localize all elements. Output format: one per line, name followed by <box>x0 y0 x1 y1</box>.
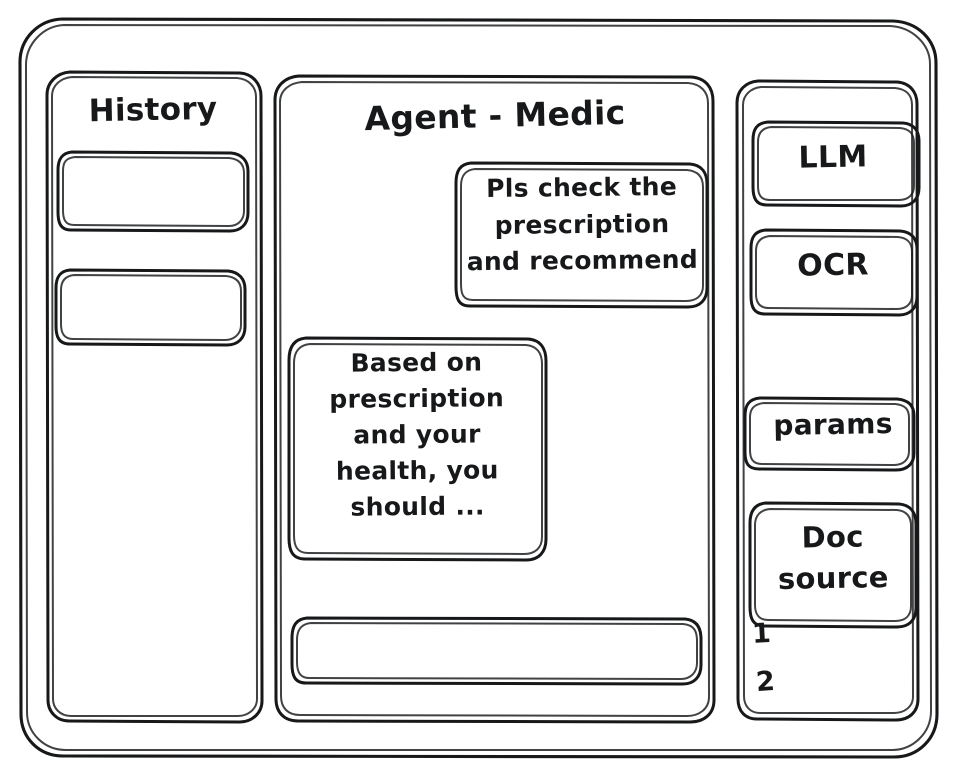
tools-panel <box>735 79 920 722</box>
llm-button-shape[interactable] <box>751 120 921 208</box>
doc-source-button-shape[interactable] <box>748 501 918 629</box>
main-panel <box>273 74 716 724</box>
window-frame <box>18 17 939 759</box>
agent-message-shape <box>287 336 548 562</box>
history-item-1-shape[interactable] <box>56 150 250 233</box>
params-button-shape[interactable] <box>743 396 916 472</box>
history-panel <box>45 70 264 724</box>
composer-shape[interactable] <box>290 616 703 686</box>
ocr-button-shape[interactable] <box>749 228 919 317</box>
history-item-2-shape[interactable] <box>54 268 247 347</box>
user-message-shape <box>454 161 709 309</box>
